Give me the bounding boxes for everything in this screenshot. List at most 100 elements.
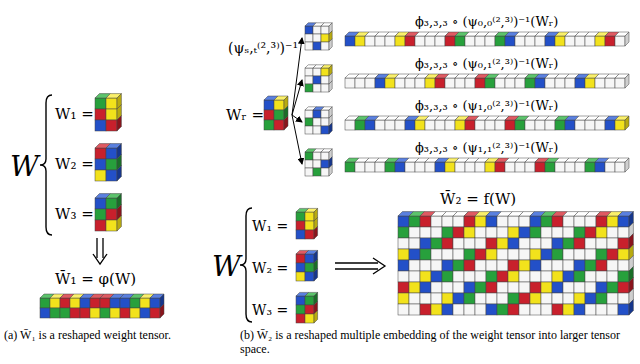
slice-label: Wᵣ = (226, 106, 264, 124)
cube-face (541, 216, 552, 227)
embedding-label: ϕ₃,₃,₃ ∘ (ψ₁,₀⁽²,³⁾)⁻¹(Wᵣ) (415, 98, 558, 114)
cube-face (486, 238, 497, 249)
cube-face (475, 162, 485, 172)
cube-face (508, 282, 519, 293)
cube-face (607, 238, 618, 249)
slice-label: W₁ = (252, 218, 288, 235)
cube-face (60, 298, 70, 308)
cube-face (541, 238, 552, 249)
cube-face (605, 162, 615, 172)
cube-face (305, 254, 314, 263)
cube-face (398, 260, 409, 271)
cube-face (508, 238, 519, 249)
cube-face (552, 293, 563, 304)
double-arrow-head (93, 254, 107, 264)
embedding-label: ϕ₃,₃,₃ ∘ (ψ₀,₀⁽²,³⁾)⁻¹(Wᵣ) (415, 14, 558, 30)
cube-face (495, 162, 505, 172)
cube-face (508, 227, 519, 238)
cube-face (445, 78, 455, 88)
cube-face (405, 78, 415, 88)
cube-face (618, 238, 629, 249)
cube-face (486, 282, 497, 293)
cube-face (464, 249, 475, 260)
cube-face (497, 238, 508, 249)
implies-arrow (335, 262, 378, 263)
cube-face (409, 227, 420, 238)
cube-face (525, 78, 535, 88)
cube-face (313, 42, 321, 50)
curly-brace (40, 95, 52, 235)
cube-face (405, 120, 415, 130)
embedding-arrow (292, 80, 302, 115)
cube-face (541, 227, 552, 238)
cube-face (607, 293, 618, 304)
slice-label: W₃ = (252, 302, 288, 319)
cube-face (475, 216, 486, 227)
cube-face (95, 148, 106, 159)
cube-face (415, 78, 425, 88)
cube-face (345, 120, 355, 130)
cube-face (355, 120, 365, 130)
cube-face (375, 120, 385, 130)
cube-face (375, 162, 385, 172)
cube-face (485, 36, 495, 46)
cube-face (415, 162, 425, 172)
cube-face (585, 304, 596, 315)
cube-face (605, 36, 615, 46)
cube-face (530, 293, 541, 304)
cube-face (395, 78, 405, 88)
cube-face (296, 212, 305, 221)
cube-face (574, 249, 585, 260)
cube-face (563, 260, 574, 271)
cube-face (596, 238, 607, 249)
cube-face (455, 36, 465, 46)
cube-face (465, 120, 475, 130)
cube-face (615, 36, 625, 46)
cube-face (486, 260, 497, 271)
cube-face (618, 249, 629, 260)
cube-face (545, 78, 555, 88)
cube-face (485, 162, 495, 172)
cube-face (497, 227, 508, 238)
cube-face (355, 78, 365, 88)
cube-side (314, 226, 318, 239)
cube-face (565, 36, 575, 46)
cube-face (555, 78, 565, 88)
cube-face (140, 298, 150, 308)
cube-face (398, 249, 409, 260)
cube-face (519, 227, 530, 238)
cube-face (464, 216, 475, 227)
cube-face (321, 34, 329, 42)
cube-face (321, 168, 329, 176)
cube-face (431, 227, 442, 238)
cube-face (595, 36, 605, 46)
cube-side (117, 216, 121, 231)
cube-face (475, 293, 486, 304)
cube-face (409, 293, 420, 304)
cube-face (596, 304, 607, 315)
cube-face (305, 76, 313, 84)
cube-face (607, 216, 618, 227)
cube-face (110, 298, 120, 308)
cube-face (296, 272, 305, 281)
cube-face (420, 260, 431, 271)
cube-side (314, 310, 318, 323)
cube-face (385, 78, 395, 88)
cube-face (575, 36, 585, 46)
cube-face (486, 227, 497, 238)
cube-face (618, 293, 629, 304)
slice-label: W₁ = (55, 105, 94, 123)
cube-face (615, 78, 625, 88)
cube-face (95, 220, 106, 231)
inverse-map-label: (ψₛ,ₜ⁽²,³⁾)⁻¹ (228, 40, 298, 57)
cube-face (585, 260, 596, 271)
cube-side (329, 123, 332, 134)
cube-face (321, 84, 329, 92)
embedding-arrow (292, 115, 302, 164)
cube-face (585, 120, 595, 130)
cube-face (431, 293, 442, 304)
cube-face (313, 76, 321, 84)
cube-face (563, 216, 574, 227)
cube-face (398, 304, 409, 315)
